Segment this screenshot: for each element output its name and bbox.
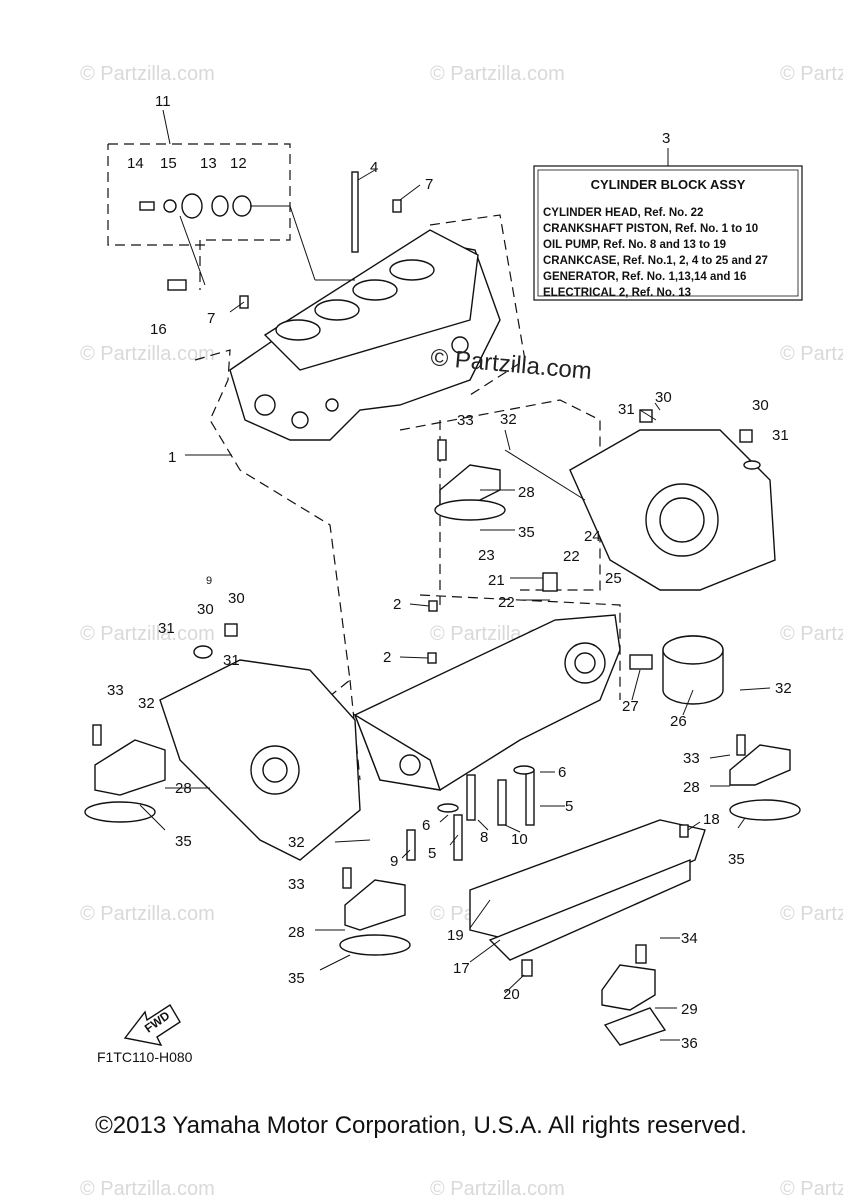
- callout-number: 6: [422, 817, 430, 834]
- callout-number: 30: [655, 389, 672, 406]
- left-cover: [159, 623, 361, 861]
- watermark: © Partzilla.com: [430, 1178, 565, 1200]
- callout-number: 35: [518, 524, 535, 541]
- callout-number: 24: [584, 528, 601, 545]
- callout-number: 33: [457, 412, 474, 429]
- callout-number: 29: [681, 1001, 698, 1018]
- callout-number: 22: [498, 594, 515, 611]
- callout-number: 31: [772, 427, 789, 444]
- callout-number: 28: [288, 924, 305, 941]
- callout-number: 35: [288, 970, 305, 987]
- callout-number: 3: [662, 130, 670, 147]
- callout-number: 23: [478, 547, 495, 564]
- watermark: © Partzilla.com: [80, 343, 215, 365]
- watermark: © Partzilla.com: [80, 903, 215, 925]
- copyright-footer: ©2013 Yamaha Motor Corporation, U.S.A. A…: [95, 1112, 747, 1139]
- oil-pan: [469, 819, 706, 977]
- callout-number: 9: [206, 575, 212, 587]
- crankcase-bolts: [406, 765, 535, 861]
- callout-number: 16: [150, 321, 167, 338]
- callout-number: 8: [480, 829, 488, 846]
- oil-pump-parts: [139, 193, 355, 291]
- callout-number: 26: [670, 713, 687, 730]
- callout-number: 28: [683, 779, 700, 796]
- callout-number: 5: [428, 845, 436, 862]
- watermark: © Partzilla.com: [80, 63, 215, 85]
- assembly-title: CYLINDER BLOCK ASSY: [591, 177, 746, 192]
- callout-number: 19: [447, 927, 464, 944]
- assembly-line: ELECTRICAL 2, Ref. No. 13: [543, 287, 691, 299]
- callout-number: 15: [160, 155, 177, 172]
- callout-number: 2: [393, 596, 401, 613]
- assembly-line: OIL PUMP, Ref. No. 8 and 13 to 19: [543, 239, 726, 251]
- watermark: © Partzilla.com: [80, 623, 215, 645]
- callout-numbers: 11 14 15 13 12 4 7 16 7 1 9 30 30 31 31 …: [107, 93, 792, 1052]
- callout-number: 30: [752, 397, 769, 414]
- callout-number: 30: [228, 590, 245, 607]
- crankcase: [353, 572, 724, 791]
- callout-number: 9: [390, 853, 398, 870]
- callout-number: 6: [558, 764, 566, 781]
- callout-number: 35: [728, 851, 745, 868]
- watermark: © Partzilla.com: [780, 343, 843, 365]
- callout-number: 11: [155, 93, 171, 110]
- callout-number: 2: [383, 649, 391, 666]
- callout-number: 30: [197, 601, 214, 618]
- watermark: © Partzilla.com: [780, 63, 843, 85]
- callout-number: 13: [200, 155, 217, 172]
- callout-number: 31: [223, 652, 240, 669]
- assembly-line: CRANKSHAFT PISTON, Ref. No. 1 to 10: [543, 223, 758, 235]
- callout-number: 28: [175, 780, 192, 797]
- assembly-line: CRANKCASE, Ref. No.1, 2, 4 to 25 and 27: [543, 255, 768, 267]
- watermark: © Partzilla.com: [780, 1178, 843, 1200]
- callout-number: 34: [681, 930, 698, 947]
- callout-number: 33: [107, 682, 124, 699]
- callout-number: 4: [370, 159, 378, 176]
- callout-number: 17: [453, 960, 470, 977]
- callout-number: 33: [288, 876, 305, 893]
- leader-lines: [139, 109, 771, 1041]
- callout-number: 28: [518, 484, 535, 501]
- callout-number: 31: [618, 401, 635, 418]
- forward-arrow: FWD: [123, 1004, 181, 1046]
- callout-number: 31: [158, 620, 175, 637]
- watermark: © Partzilla.com: [780, 903, 843, 925]
- callout-number: 7: [425, 176, 433, 193]
- callout-number: 32: [288, 834, 305, 851]
- callout-number: 33: [683, 750, 700, 767]
- callout-number: 5: [565, 798, 573, 815]
- watermark: © Partzilla.com: [80, 1178, 215, 1200]
- callout-number: 32: [500, 411, 517, 428]
- callout-number: 7: [207, 310, 215, 327]
- callout-number: 21: [488, 572, 505, 589]
- assembly-line: GENERATOR, Ref. No. 1,13,14 and 16: [543, 271, 746, 283]
- generator-cover: [569, 409, 776, 591]
- cylinder-block: [229, 171, 501, 441]
- watermark: © Partzilla.com: [430, 63, 565, 85]
- assembly-info-box: CYLINDER BLOCK ASSY CYLINDER HEAD, Ref. …: [533, 148, 803, 301]
- callout-number: 32: [775, 680, 792, 697]
- callout-number: 36: [681, 1035, 698, 1052]
- watermark: © Partzilla.com: [780, 623, 843, 645]
- callout-number: 35: [175, 833, 192, 850]
- diagram-code: F1TC110-H080: [97, 1049, 193, 1065]
- callout-number: 10: [511, 831, 528, 848]
- callout-number: 22: [563, 548, 580, 565]
- callout-number: 32: [138, 695, 155, 712]
- callout-number: 25: [605, 570, 622, 587]
- engine-mounts: [84, 439, 801, 1046]
- callout-number: 27: [622, 698, 639, 715]
- callout-number: 1: [168, 449, 176, 466]
- callout-number: 18: [703, 811, 720, 828]
- assembly-line: CYLINDER HEAD, Ref. No. 22: [543, 207, 703, 219]
- callout-number: 20: [503, 986, 520, 1003]
- callout-number: 12: [230, 155, 247, 172]
- callout-number: 14: [127, 155, 144, 172]
